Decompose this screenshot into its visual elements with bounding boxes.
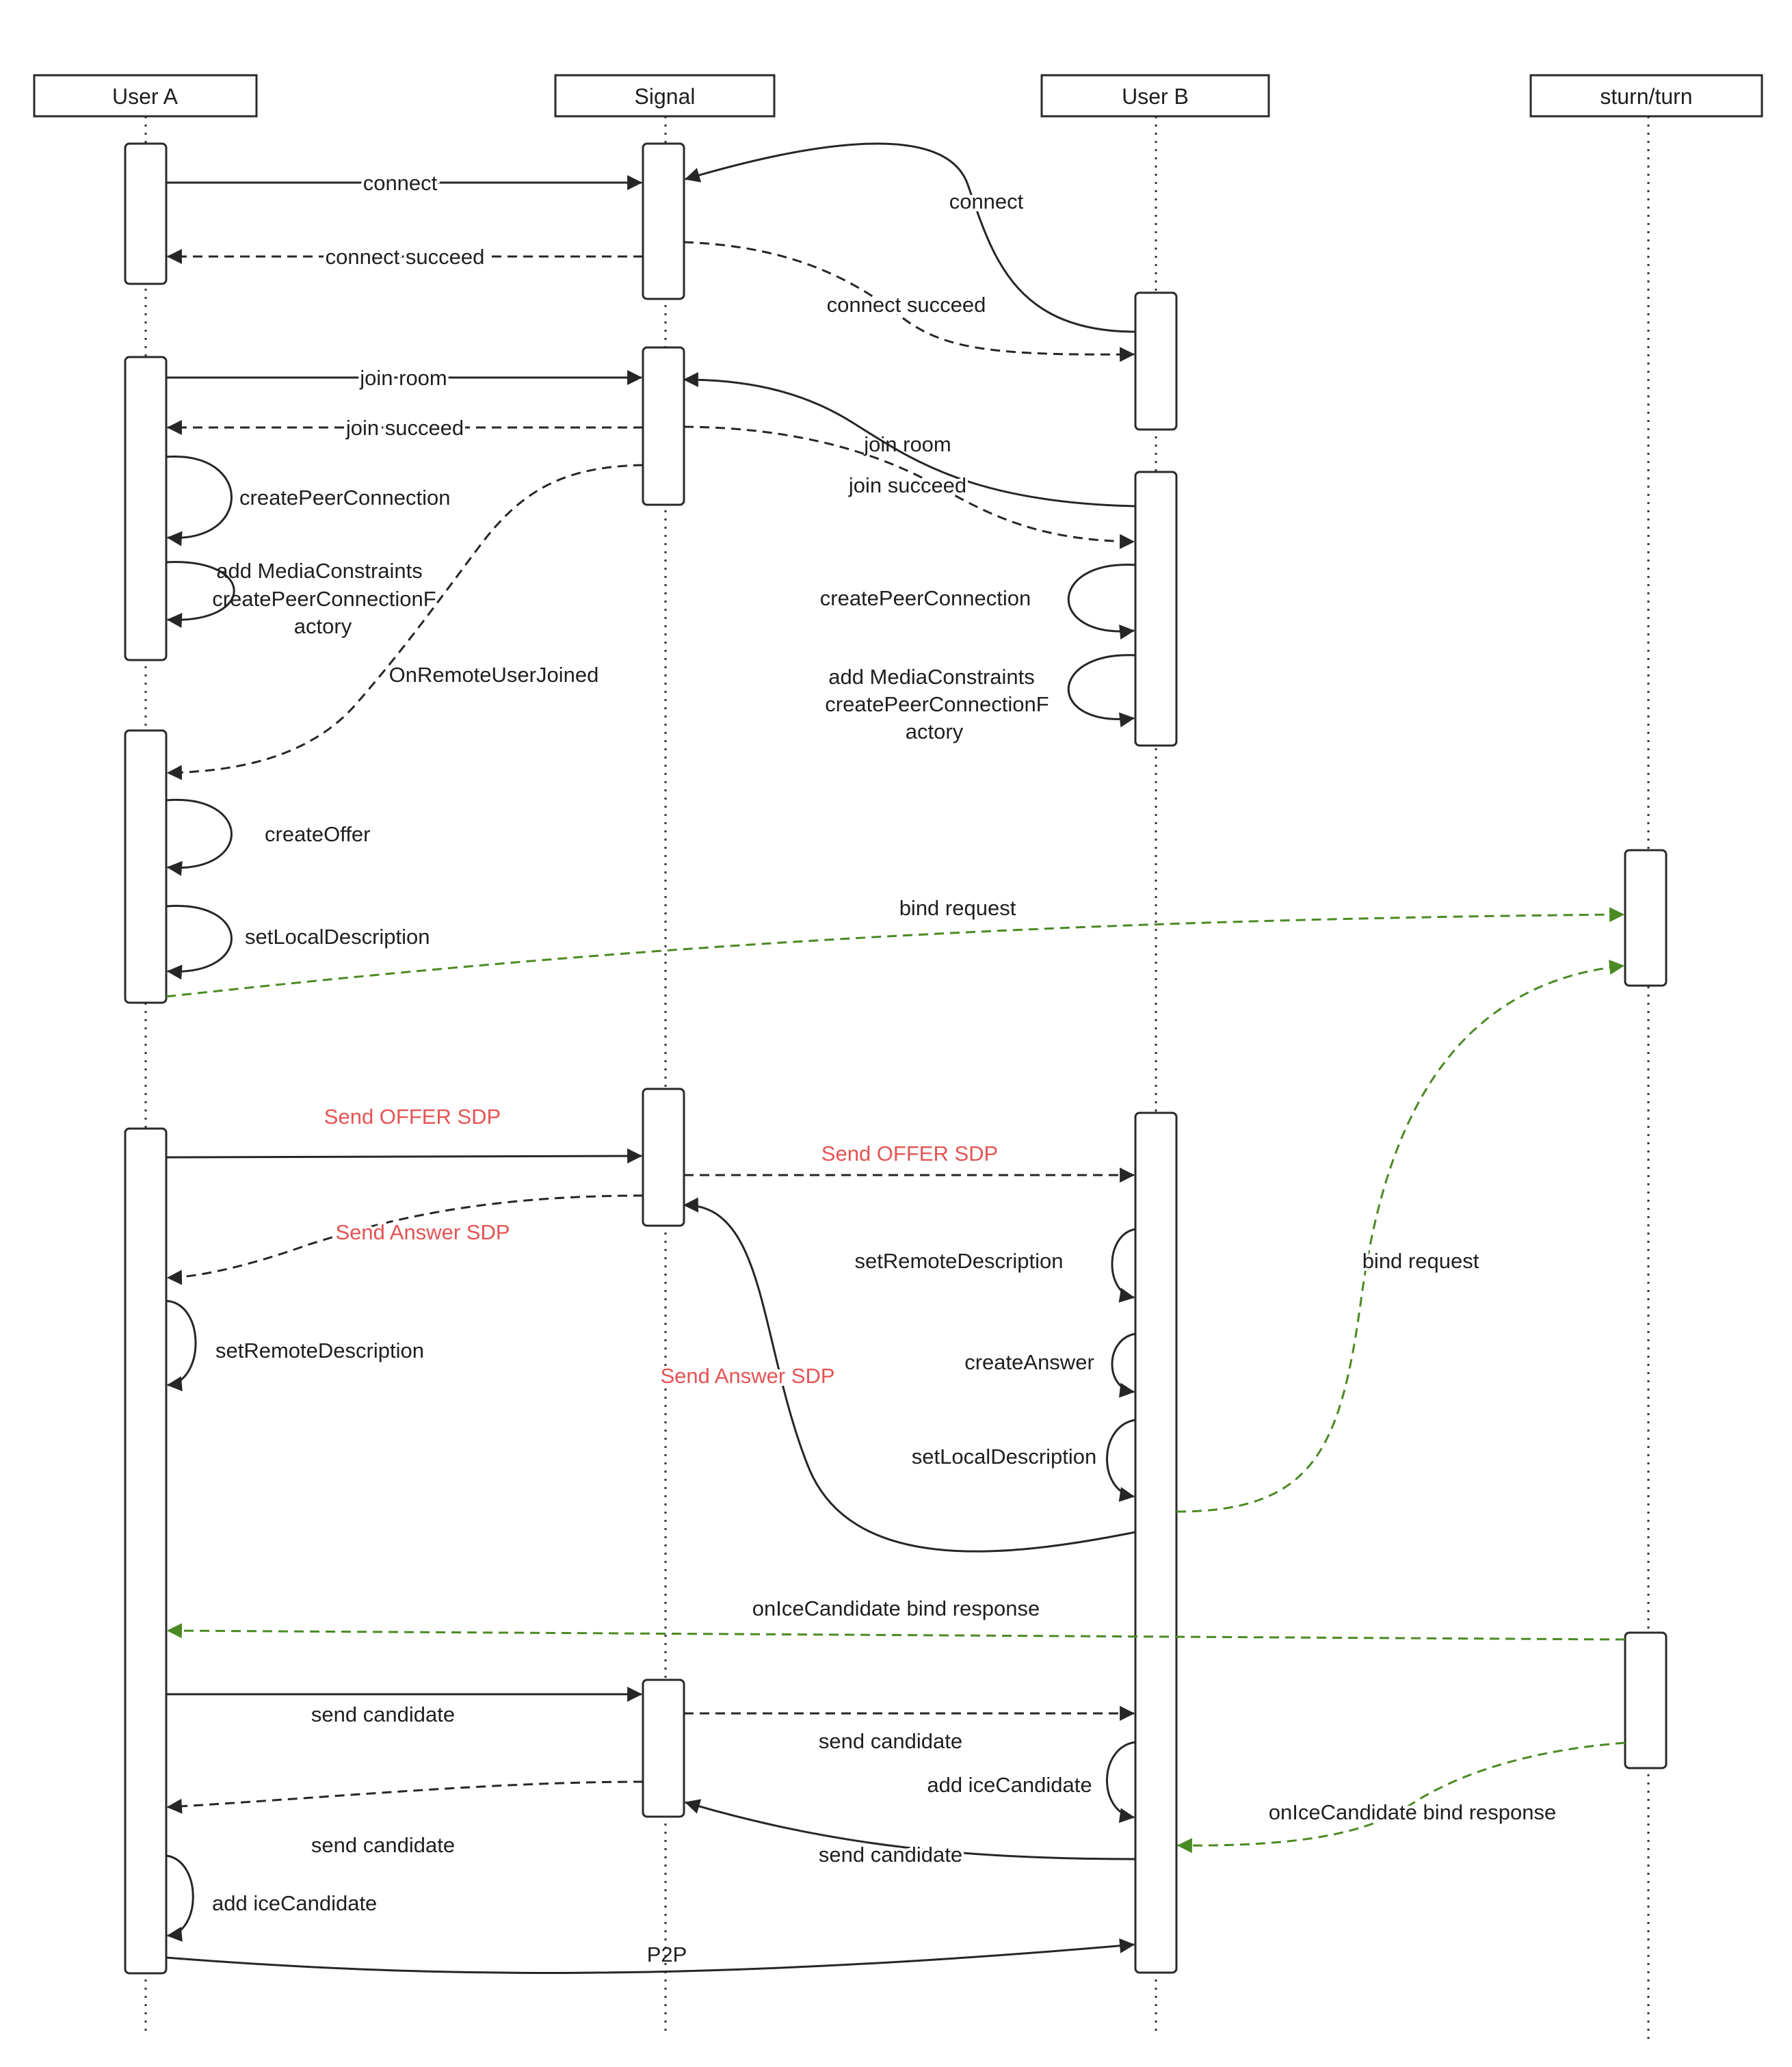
message-connect-b: connect: [684, 142, 1136, 333]
message-ice-bind-response-a: onIceCandidate bind response: [166, 1596, 1626, 1641]
participant-stun-label: sturn/turn: [1600, 84, 1692, 109]
self-call-create-pc-b: createPeerConnection: [820, 564, 1136, 640]
self-call-set-local-b-label: setLocalDescription: [912, 1445, 1097, 1469]
self-call-create-answer: createAnswer: [964, 1332, 1136, 1398]
self-call-set-local-a-label: setLocalDescription: [245, 925, 430, 949]
message-send-offer-b-label: Send OFFER SDP: [821, 1142, 998, 1166]
self-call-create-answer-label: createAnswer: [964, 1350, 1094, 1374]
activation-user-a: [124, 142, 168, 285]
message-send-candidate-b1: send candidate: [684, 1706, 1135, 1753]
message-on-remote-joined-label: OnRemoteUserJoined: [389, 663, 599, 687]
self-call-set-remote-a-label: setRemoteDescription: [215, 1339, 424, 1362]
self-call-add-media-a-label-3: actory: [294, 614, 352, 638]
message-join-succeed-a: join succeed: [166, 413, 643, 443]
message-send-answer-a: Send Answer SDP: [166, 1194, 644, 1285]
message-p2p: P2P: [166, 1938, 1135, 1974]
self-call-add-media-b-label-2: createPeerConnectionF: [825, 692, 1049, 716]
self-call-set-local-a: setLocalDescription: [166, 904, 430, 980]
message-connect-a-label: connect: [363, 171, 438, 195]
message-join-succeed-b: join succeed: [683, 425, 1135, 549]
activation-user-a: [124, 1127, 168, 1975]
self-call-create-pc-b-label: createPeerConnection: [820, 586, 1031, 610]
activation-signal: [642, 142, 685, 300]
message-send-candidate-a1: send candidate: [166, 1687, 643, 1726]
message-bind-request-a: bind request: [166, 896, 1625, 998]
message-connect-succeed-a: connect succeed: [166, 242, 643, 272]
self-call-set-local-b: setLocalDescription: [909, 1419, 1136, 1502]
self-call-create-offer: createOffer: [166, 798, 371, 876]
self-call-add-media-a-label-1: add MediaConstraints: [216, 559, 423, 583]
participant-stun: sturn/turn: [1529, 74, 1763, 118]
activation-user-b: [1134, 1111, 1178, 1974]
activation-signal: [642, 1678, 685, 1818]
message-connect-b-label: connect: [949, 189, 1024, 213]
message-send-offer-a: Send OFFER SDP: [166, 1105, 643, 1164]
message-send-candidate-b1-label: send candidate: [819, 1729, 962, 1753]
participant-user-a: User A: [33, 74, 258, 118]
activation-stun: [1624, 849, 1668, 987]
activation-signal: [642, 346, 685, 506]
message-send-candidate-a1-label: send candidate: [311, 1702, 455, 1726]
message-on-remote-joined: OnRemoteUserJoined: [166, 464, 644, 780]
message-send-answer-b: Send Answer SDP: [657, 1197, 1136, 1553]
participant-signal: Signal: [554, 74, 776, 118]
self-call-set-remote-a: setRemoteDescription: [166, 1300, 424, 1392]
message-send-answer-b-label: Send Answer SDP: [660, 1364, 834, 1388]
message-join-room-a-label: join room: [359, 366, 447, 390]
message-bind-request-b-label: bind request: [1362, 1249, 1479, 1273]
message-send-candidate-a2: send candidate: [166, 1780, 644, 1857]
message-send-candidate-a2-label: send candidate: [311, 1833, 455, 1857]
message-join-succeed-b-label: join succeed: [848, 473, 966, 497]
message-join-room-b-label: join room: [863, 432, 951, 456]
message-send-candidate-b2-label: send candidate: [819, 1843, 962, 1867]
message-connect-a: connect: [166, 168, 643, 198]
self-call-add-ice-b: add iceCandidate: [927, 1741, 1136, 1824]
self-call-create-offer-label: createOffer: [265, 822, 371, 846]
activation-user-a: [124, 356, 168, 661]
message-connect-succeed-b-label: connect succeed: [827, 293, 986, 317]
participant-user-b: User B: [1040, 74, 1270, 118]
self-call-add-media-b-label-3: actory: [906, 720, 964, 743]
activation-stun: [1624, 1631, 1668, 1769]
participant-user-b-label: User B: [1122, 84, 1189, 109]
self-call-add-ice-a-label: add iceCandidate: [212, 1891, 377, 1915]
self-call-add-media-a-label-2: createPeerConnectionF: [212, 587, 436, 611]
message-join-succeed-a-label: join succeed: [345, 416, 464, 440]
message-connect-succeed-a-label: connect succeed: [326, 245, 485, 269]
message-ice-bind-response-b: onIceCandidate bind response: [1176, 1741, 1626, 1854]
self-call-create-pc-a: createPeerConnection: [166, 456, 450, 547]
participant-signal-label: Signal: [635, 84, 696, 109]
self-call-create-pc-a-label: createPeerConnection: [239, 486, 450, 510]
activation-signal: [642, 1088, 685, 1227]
self-call-add-media-b: add MediaConstraints createPeerConnectio…: [825, 654, 1136, 743]
message-send-candidate-b2: send candidate: [684, 1799, 1136, 1869]
message-ice-bind-response-a-label: onIceCandidate bind response: [752, 1596, 1040, 1620]
message-bind-request-a-label: bind request: [899, 896, 1016, 920]
self-call-set-remote-b: setRemoteDescription: [855, 1228, 1136, 1303]
self-call-add-ice-a: add iceCandidate: [166, 1854, 377, 1942]
activation-user-b: [1134, 471, 1178, 747]
message-ice-bind-response-b-label: onIceCandidate bind response: [1269, 1800, 1557, 1824]
message-join-room-b: join room: [683, 372, 1136, 508]
self-call-add-media-b-label-1: add MediaConstraints: [828, 665, 1035, 689]
message-p2p-label: P2P: [647, 1943, 687, 1966]
self-call-add-ice-b-label: add iceCandidate: [927, 1773, 1092, 1797]
activation-user-a: [124, 729, 168, 1004]
message-join-room-a: join room: [166, 363, 643, 393]
self-call-add-media-a: add MediaConstraints createPeerConnectio…: [166, 559, 436, 638]
message-send-answer-a-label: Send Answer SDP: [335, 1220, 510, 1244]
message-connect-succeed-b: connect succeed: [683, 241, 1135, 363]
message-bind-request-b: bind request: [1176, 960, 1625, 1513]
activation-user-b: [1134, 291, 1178, 431]
message-send-offer-b: Send OFFER SDP: [684, 1142, 1135, 1183]
participant-user-a-label: User A: [112, 84, 179, 109]
message-send-offer-a-label: Send OFFER SDP: [324, 1105, 501, 1129]
self-call-set-remote-b-label: setRemoteDescription: [855, 1249, 1064, 1273]
